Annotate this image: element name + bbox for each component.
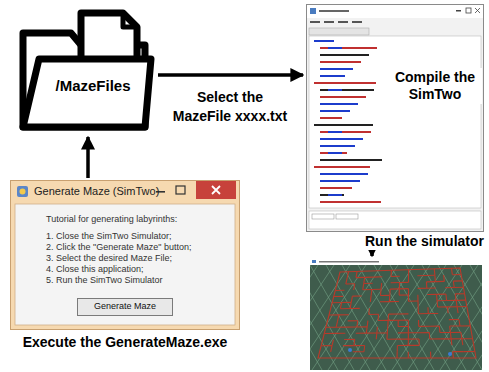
folder-drawing bbox=[15, 5, 155, 135]
step-label: Execute the GenerateMaze.exe bbox=[0, 334, 250, 351]
simulator-drawing bbox=[310, 258, 482, 370]
tutorial-line: 5. Run the SimTwo Simulator bbox=[46, 275, 191, 286]
tutorial-line: 4. Close this application; bbox=[46, 264, 191, 275]
window-button: Generate Maze bbox=[77, 298, 173, 316]
flow-arrow bbox=[86, 137, 90, 178]
button-label: Generate Maze bbox=[77, 301, 173, 311]
window-text-area: Tutorial for generating labyrinths: 1. Cl… bbox=[46, 214, 191, 286]
edge-label: Select the MazeFile xxxx.txt bbox=[168, 88, 292, 126]
flow-arrow bbox=[158, 73, 303, 77]
simulator-screenshot: Run the simulator bbox=[310, 258, 482, 370]
editor-drawing bbox=[306, 4, 484, 232]
tutorial-line: 1. Close the SimTwo Simulator; bbox=[46, 231, 191, 242]
folder-label: /MazeFiles bbox=[39, 77, 147, 94]
step-label: Compile the SimTwo bbox=[388, 68, 482, 104]
app-window: Generate Maze Generate Maze (SimTwo) Tutor… bbox=[10, 180, 240, 330]
step-label: Run the simulator bbox=[363, 233, 486, 250]
tutorial-line: Tutorial for generating labyrinths: bbox=[46, 214, 191, 225]
window-title: Generate Maze (SimTwo) bbox=[34, 185, 159, 197]
editor-screenshot: Compile the SimTwo bbox=[306, 4, 484, 232]
folder-icon: /MazeFiles bbox=[15, 5, 155, 135]
tutorial-line: 2. Click the "Generate Maze" button; bbox=[46, 242, 191, 253]
tutorial-line: 3. Select the desired Maze File; bbox=[46, 253, 191, 264]
